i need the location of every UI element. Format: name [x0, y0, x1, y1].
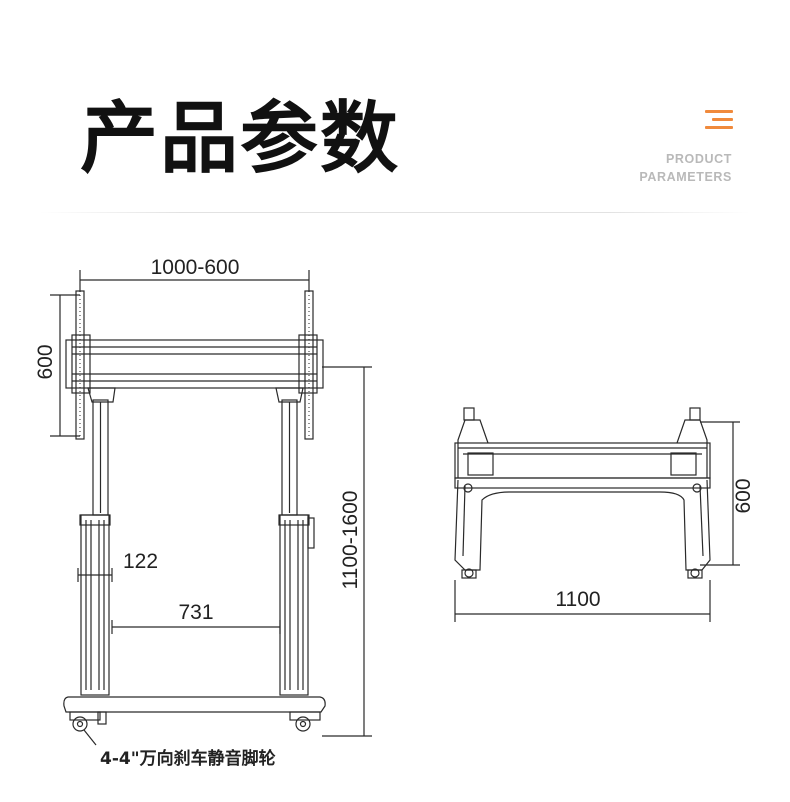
- side-height-label: 600: [732, 478, 755, 513]
- subtitle-product: PRODUCT: [665, 152, 732, 166]
- width-label: 1000-600: [151, 256, 240, 279]
- subtitle-parameters: PARAMETERS: [639, 170, 732, 184]
- front-view-drawing: [50, 270, 372, 746]
- side-view-drawing: [454, 407, 740, 622]
- inner-width-label: 731: [178, 601, 213, 624]
- depth-label: 1100: [555, 588, 600, 611]
- header-divider: [40, 212, 750, 213]
- caster-caption: 4-4"万向刹车静音脚轮: [100, 748, 276, 769]
- total-height-label: 1100-1600: [339, 491, 362, 590]
- menu-lines-icon: [705, 110, 733, 130]
- column-width-label: 122: [123, 550, 158, 573]
- page-title: 产品参数: [80, 94, 401, 184]
- plate-height-label: 600: [34, 344, 57, 379]
